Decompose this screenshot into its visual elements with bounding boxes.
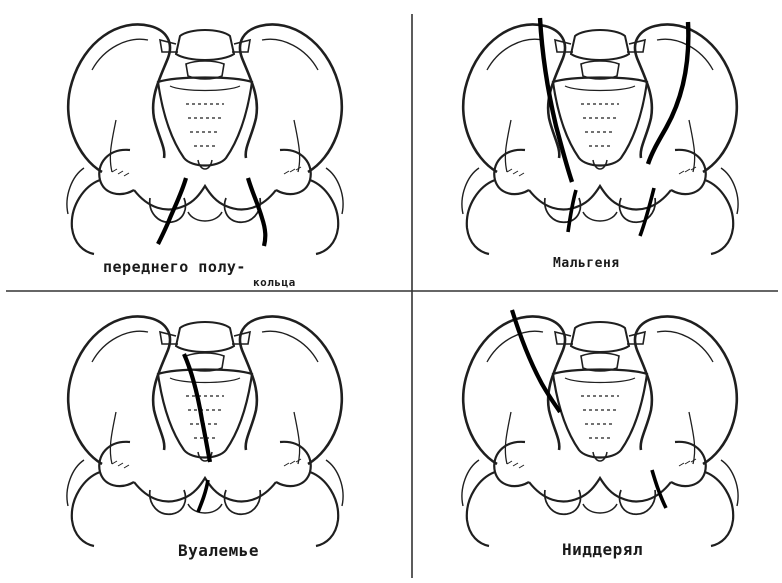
panel-malgaigne [462,18,738,254]
panel-3-caption: Вуалемье [178,541,259,560]
fracture-line-left-ramus [158,178,186,244]
panel-2-caption: Мальгеня [553,256,620,271]
panel-1-caption-line1: переднего полу- [103,258,246,276]
panel-1-caption-line2: кольца [253,276,296,289]
panel-4-caption: Ниддерял [562,540,643,559]
panel-anterior-ring [67,24,343,254]
panel-voillemier [67,316,343,546]
fracture-line-right-ramus [248,178,265,246]
fracture-line-left-pubis [568,190,576,232]
panel-nidderal [462,310,738,546]
fracture-line-ilium [512,310,560,412]
